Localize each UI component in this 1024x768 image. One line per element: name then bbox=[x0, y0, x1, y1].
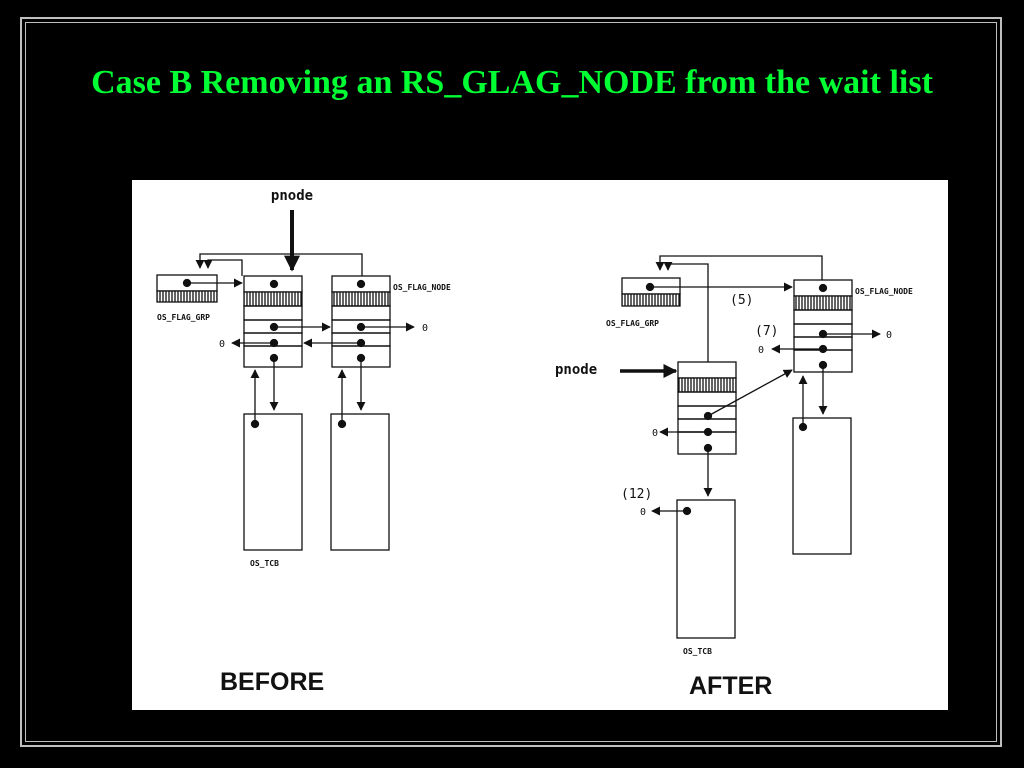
after-flag-node-label: OS_FLAG_NODE bbox=[855, 287, 913, 296]
after-tcb-2 bbox=[792, 417, 852, 555]
after-removed-node bbox=[677, 361, 737, 455]
after-top-link-2 bbox=[663, 261, 709, 362]
after-tcb-label: OS_TCB bbox=[683, 647, 712, 656]
before-top-link-2 bbox=[203, 259, 243, 276]
after-pnode-next-link bbox=[707, 369, 793, 417]
slide-title: Case B Removing an RS_GLAG_NODE from the… bbox=[91, 64, 933, 101]
before-top-link bbox=[195, 253, 363, 276]
after-null-pnode-left: 0 bbox=[652, 428, 658, 439]
after-remaining-node bbox=[793, 279, 853, 373]
after-step-5: (5) bbox=[730, 293, 753, 308]
before-flag-grp-label: OS_FLAG_GRP bbox=[157, 313, 210, 322]
before-caption: BEFORE bbox=[220, 668, 324, 696]
after-flag-grp-label: OS_FLAG_GRP bbox=[606, 319, 659, 328]
after-step-12: (12) bbox=[621, 487, 652, 502]
after-flag-grp-box bbox=[621, 277, 681, 307]
after-section bbox=[620, 255, 881, 639]
before-pnode-label: pnode bbox=[271, 188, 313, 204]
after-null-node-left: 0 bbox=[758, 345, 764, 356]
after-step-7: (7) bbox=[755, 324, 778, 339]
after-null-node-right: 0 bbox=[886, 330, 892, 341]
before-null-right: 0 bbox=[422, 323, 428, 334]
diagram-figure: pnode OS_FLAG_GRP OS_FLAG_NODE 0 0 OS_TC… bbox=[132, 180, 948, 710]
slide-frame-outer bbox=[20, 17, 1002, 747]
slide-frame-inner bbox=[25, 22, 997, 742]
before-node-1 bbox=[243, 275, 303, 368]
before-tcb-2 bbox=[330, 413, 390, 551]
before-node-2 bbox=[331, 275, 391, 368]
before-flag-node-label: OS_FLAG_NODE bbox=[393, 283, 451, 292]
after-top-link bbox=[655, 255, 823, 280]
before-null-left: 0 bbox=[219, 339, 225, 350]
after-tcb-1 bbox=[676, 499, 736, 639]
diagram-svg: pnode OS_FLAG_GRP OS_FLAG_NODE 0 0 OS_TC… bbox=[156, 188, 913, 700]
after-pnode-label: pnode bbox=[555, 362, 597, 378]
after-null-tcb-left: 0 bbox=[640, 507, 646, 518]
before-tcb-label: OS_TCB bbox=[250, 559, 279, 568]
before-section bbox=[156, 210, 415, 551]
before-tcb-1 bbox=[243, 413, 303, 551]
after-caption: AFTER bbox=[689, 672, 772, 700]
